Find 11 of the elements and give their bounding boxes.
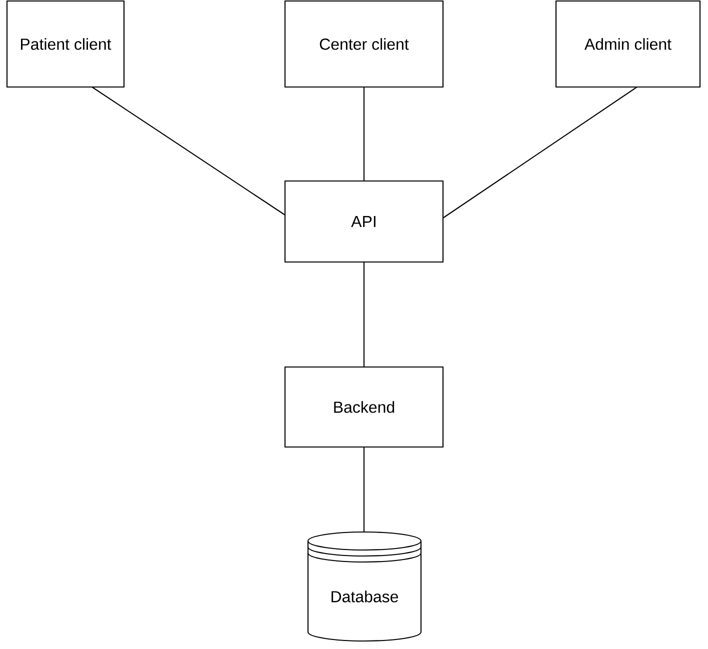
process-box: Backend	[284, 366, 444, 448]
database-cylinder: Database	[307, 531, 422, 642]
connector-line	[442, 86, 638, 218]
process-box: Admin client	[555, 0, 701, 88]
connector-line	[92, 86, 286, 216]
connector-line	[363, 262, 365, 367]
process-box: API	[284, 180, 444, 263]
process-box: Center client	[284, 0, 444, 88]
connector-line	[363, 447, 365, 532]
process-box: Patient client	[6, 0, 125, 88]
connector-line	[363, 87, 365, 181]
